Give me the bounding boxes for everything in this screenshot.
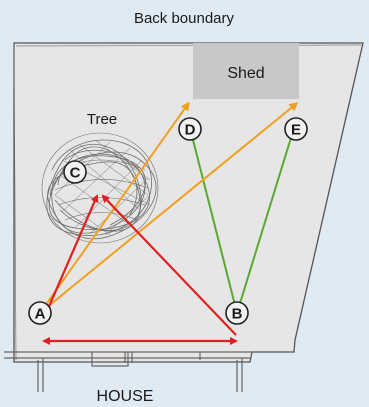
house-label: HOUSE — [97, 388, 154, 405]
garden-plot — [13, 42, 364, 363]
house-outline — [4, 351, 252, 392]
point-A-label: A — [35, 306, 46, 323]
point-D: D — [178, 117, 202, 141]
garden-plot-sketch-line — [13, 43, 362, 361]
point-C-circle — [63, 160, 87, 184]
line-B-D — [189, 127, 238, 314]
point-B: B — [225, 301, 249, 325]
point-E: E — [284, 117, 308, 141]
point-C: C — [63, 160, 87, 184]
arrow-A-E — [39, 102, 299, 314]
point-E-label: E — [291, 122, 301, 139]
point-D-label: D — [185, 122, 196, 139]
shed — [193, 43, 299, 99]
line-B-E — [236, 127, 295, 314]
point-B-label: B — [232, 306, 243, 323]
point-C-label: C — [70, 165, 81, 182]
tree-label: Tree — [87, 111, 117, 128]
point-E-circle — [284, 117, 308, 141]
point-A: A — [28, 301, 52, 325]
point-A-circle — [28, 301, 52, 325]
arrow-B-C — [101, 194, 237, 336]
point-D-circle — [178, 117, 202, 141]
shed-label: Shed — [227, 65, 264, 82]
arrow-A-C — [42, 194, 99, 319]
point-B-circle — [225, 301, 249, 325]
back-boundary-label: Back boundary — [134, 10, 235, 27]
